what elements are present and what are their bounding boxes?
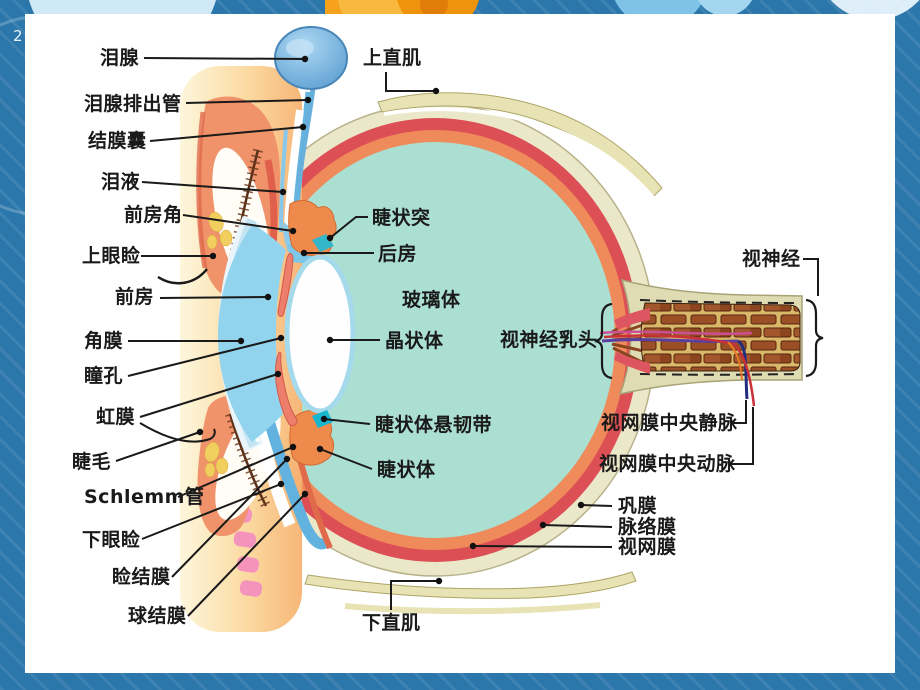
lacrimal-duct-shape <box>295 87 316 187</box>
superior-rectus-muscle <box>377 92 663 202</box>
retinal-vessels <box>599 330 756 407</box>
slide-page-number: 2 <box>13 27 23 45</box>
lower-eyelashes <box>225 412 271 509</box>
eye-anatomy-diagram: 泪腺 泪腺排出管 结膜囊 泪液 前房角 上眼睑 前房 角膜 瞳孔 虹膜 睫毛 S… <box>72 26 824 634</box>
label-ciliary-zonule: 睫状体悬韧带 <box>375 413 492 436</box>
label-tear-fluid: 泪液 <box>101 170 141 193</box>
label-lens: 晶状体 <box>385 329 444 352</box>
vessel-magenta <box>599 330 753 336</box>
lower-conjunctiva-red-stripe <box>297 459 333 550</box>
choroid-disc-wedge-top <box>614 308 650 330</box>
label-lacrimal-duct: 泪腺排出管 <box>84 92 182 115</box>
label-central-retinal-artery: 视网膜中央动脉 <box>599 452 736 475</box>
leader-lines <box>115 57 819 617</box>
label-anterior-chamber: 前房 <box>115 285 154 308</box>
braces <box>594 298 824 380</box>
optic-nerve-bundle <box>599 278 803 407</box>
label-lower-eyelid: 下眼睑 <box>82 528 141 551</box>
label-anterior-chamber-angle: 前房角 <box>124 203 183 226</box>
label-choroid: 脉络膜 <box>617 515 677 538</box>
choroid-disc-wedge-bottom <box>614 352 650 374</box>
diagram-labels: 泪腺 泪腺排出管 结膜囊 泪液 前房角 上眼睑 前房 角膜 瞳孔 虹膜 睫毛 S… <box>72 46 801 634</box>
label-bulbar-conjunctiva: 球结膜 <box>128 604 187 627</box>
iris-upper-petal <box>277 253 294 317</box>
label-central-retinal-vein: 视网膜中央静脉 <box>601 411 738 434</box>
label-retina: 视网膜 <box>618 535 677 558</box>
label-pupil: 瞳孔 <box>84 364 123 387</box>
lacrimal-gland-shape <box>274 26 348 187</box>
label-ciliary-process: 睫状突 <box>372 206 431 229</box>
label-ciliary-body: 睫状体 <box>377 458 436 481</box>
label-lacrimal-gland: 泪腺 <box>100 46 140 69</box>
label-inferior-rectus: 下直肌 <box>362 611 421 634</box>
label-superior-rectus: 上直肌 <box>363 46 422 69</box>
content-panel: 泪腺 泪腺排出管 结膜囊 泪液 前房角 上眼睑 前房 角膜 瞳孔 虹膜 睫毛 S… <box>25 14 895 673</box>
label-palpebral-conjunctiva: 睑结膜 <box>112 565 171 588</box>
label-vitreous-body: 玻璃体 <box>402 288 461 311</box>
decor-orange-circle-small <box>420 0 448 18</box>
inner-anterior-structures <box>275 200 356 466</box>
label-optic-disc: 视神经乳头 <box>500 328 598 351</box>
label-iris: 虹膜 <box>96 405 135 428</box>
label-schlemm-canal: Schlemm管 <box>84 485 204 508</box>
lower-orbital-fat <box>204 441 229 478</box>
inferior-rectus-muscle <box>304 566 637 615</box>
label-sclera: 巩膜 <box>618 494 657 517</box>
label-upper-eyelid: 上眼睑 <box>82 244 141 267</box>
tear-film-line <box>279 129 288 233</box>
label-posterior-chamber: 后房 <box>378 242 417 265</box>
label-conjunctival-sac: 结膜囊 <box>88 129 147 152</box>
upper-orbital-fat <box>206 211 233 250</box>
vitreous-interior <box>255 142 615 538</box>
optic-nerve-brace <box>805 298 824 378</box>
leader-dots <box>196 55 585 585</box>
label-optic-nerve: 视神经 <box>742 247 801 270</box>
lens-shape <box>284 254 356 414</box>
label-cornea: 角膜 <box>84 329 123 352</box>
vessel-orange <box>727 341 743 381</box>
optic-disc-brace <box>594 302 613 380</box>
iris-lower-petal <box>275 351 298 427</box>
label-eyelash: 睫毛 <box>72 450 111 473</box>
